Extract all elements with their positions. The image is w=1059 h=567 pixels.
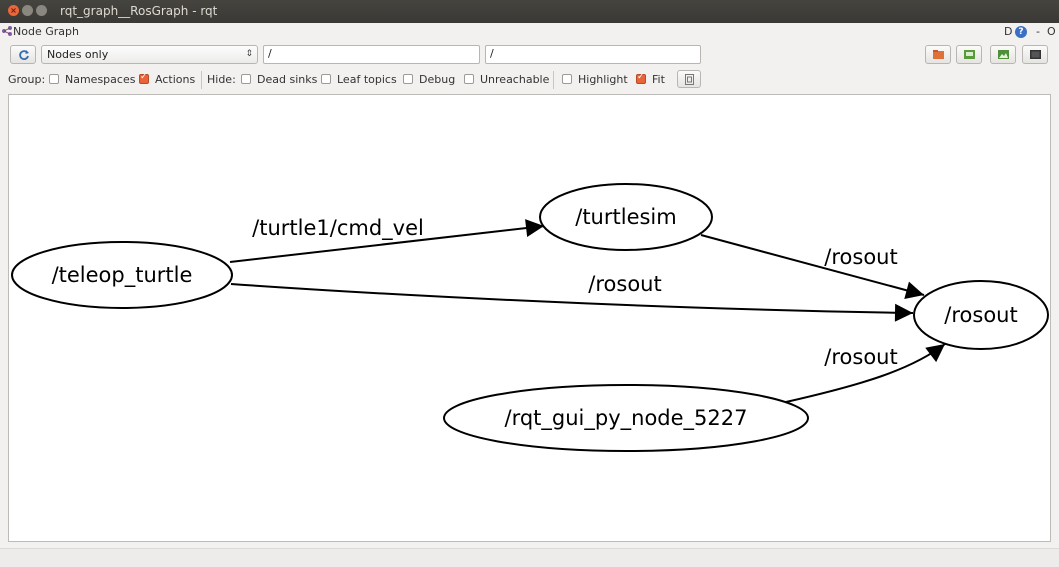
window-title: rqt_graph__RosGraph - rqt [60, 4, 218, 18]
dead-sinks-label: Dead sinks [257, 73, 318, 86]
edge-label-cmd-vel: /turtle1/cmd_vel [252, 216, 424, 241]
node-teleop-turtle[interactable]: /teleop_turtle [11, 241, 233, 309]
plugin-help-prefix[interactable]: D [1004, 25, 1013, 38]
fit-view-icon [685, 74, 694, 85]
fit-checkbox[interactable] [636, 72, 646, 84]
unreachable-label: Unreachable [480, 73, 550, 86]
node-graph-icon [2, 26, 12, 36]
edge-rqt-rosout[interactable] [785, 343, 946, 403]
fit-label: Fit [652, 73, 665, 86]
leaf-topics-label: Leaf topics [337, 73, 397, 86]
highlight-checkbox[interactable] [562, 74, 572, 84]
load-dot-button[interactable] [925, 45, 951, 64]
graph-svg: /turtle1/cmd_vel /rosout /rosout /rosout… [11, 183, 1049, 452]
edge-label-turtlesim-rosout: /rosout [824, 245, 897, 269]
refresh-button[interactable] [10, 45, 36, 64]
unreachable-checkbox[interactable] [464, 74, 474, 84]
actions-label: Actions [155, 73, 196, 86]
window-titlebar: × rqt_graph__RosGraph - rqt [0, 0, 1059, 23]
namespaces-label: Namespaces [65, 73, 136, 86]
graph-type-select[interactable]: Nodes only ⇕ [41, 45, 258, 64]
node-filter-input[interactable]: / [263, 45, 480, 64]
fit-view-button[interactable] [677, 70, 701, 88]
plugin-header: Node Graph D ? - O [0, 23, 1059, 41]
window-close-button[interactable]: × [8, 5, 19, 16]
hide-label: Hide: [207, 73, 236, 86]
node-turtlesim[interactable]: /turtlesim [539, 183, 713, 251]
dead-sinks-checkbox[interactable] [241, 74, 251, 84]
group-label: Group: [8, 73, 46, 86]
folder-icon [933, 50, 944, 59]
node-rosout[interactable]: /rosout [913, 280, 1049, 350]
save-dot-button[interactable] [956, 45, 982, 64]
window-maximize-button[interactable] [36, 5, 47, 16]
graph-type-value: Nodes only [47, 48, 109, 61]
node-rqt-gui-py[interactable]: /rqt_gui_py_node_5227 [443, 384, 809, 452]
plugin-title: Node Graph [13, 25, 79, 38]
options-bar: Group: Namespaces Actions Hide: Dead sin… [0, 70, 1059, 90]
plugin-close-button[interactable]: O [1047, 25, 1056, 38]
actions-checkbox[interactable] [139, 72, 149, 84]
debug-checkbox[interactable] [403, 74, 413, 84]
node-label-rqt-gui-py: /rqt_gui_py_node_5227 [505, 406, 748, 431]
graph-canvas[interactable]: /turtle1/cmd_vel /rosout /rosout /rosout… [8, 94, 1051, 542]
plugin-minimize-button[interactable]: - [1036, 25, 1040, 38]
edge-teleop-rosout[interactable] [230, 283, 914, 322]
divider [201, 71, 202, 89]
debug-label: Debug [419, 73, 456, 86]
status-bar [0, 548, 1059, 567]
save-svg-button[interactable] [990, 45, 1016, 64]
node-label-rosout: /rosout [944, 303, 1017, 327]
topic-filter-input[interactable]: / [485, 45, 701, 64]
leaf-topics-checkbox[interactable] [321, 74, 331, 84]
save-dot-icon [964, 50, 975, 59]
refresh-icon [19, 50, 29, 60]
highlight-label: Highlight [578, 73, 628, 86]
window-minimize-button[interactable] [22, 5, 33, 16]
node-label-teleop-turtle: /teleop_turtle [52, 263, 193, 288]
updown-arrow-icon: ⇕ [245, 49, 253, 59]
divider [553, 71, 554, 89]
edge-label-rqt-rosout: /rosout [824, 345, 897, 369]
edge-label-teleop-rosout: /rosout [588, 272, 661, 296]
node-label-turtlesim: /turtlesim [575, 205, 676, 229]
save-image-icon [998, 50, 1009, 59]
save-image-button[interactable] [1022, 45, 1048, 64]
help-icon[interactable]: ? [1015, 26, 1027, 38]
edge-cmd-vel[interactable] [229, 219, 545, 263]
screenshot-icon [1030, 50, 1041, 59]
edge-turtlesim-rosout[interactable] [700, 234, 925, 300]
namespaces-checkbox[interactable] [49, 74, 59, 84]
